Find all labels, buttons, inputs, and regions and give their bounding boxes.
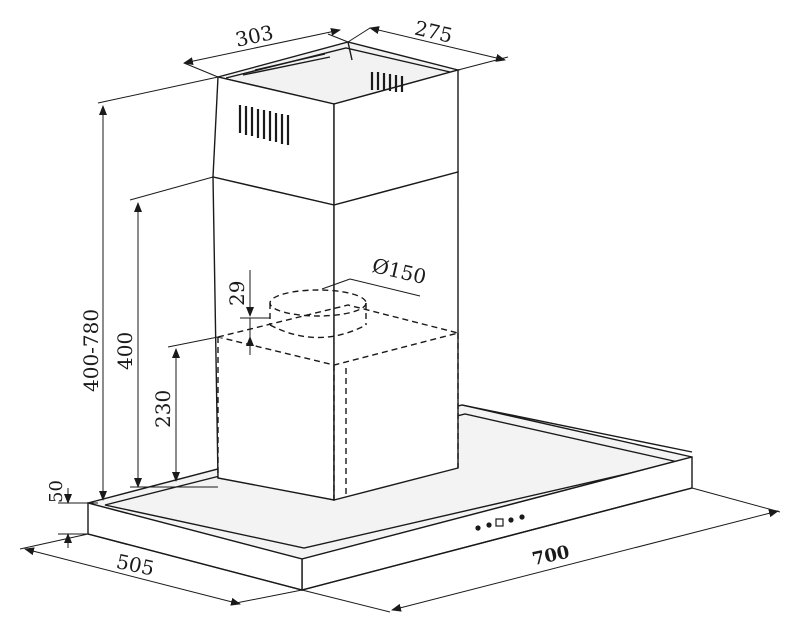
vent-slots-left xyxy=(238,105,290,145)
dim-chimney-depth: 275 xyxy=(412,16,455,48)
control-button xyxy=(508,517,514,523)
lower-chimney xyxy=(212,171,459,501)
dim-collar-height: 29 xyxy=(225,281,249,306)
control-button xyxy=(486,522,492,528)
upper-chimney xyxy=(212,41,461,206)
control-button xyxy=(519,514,525,520)
vent-slots-right xyxy=(370,72,404,92)
control-button xyxy=(475,525,481,531)
motor-housing-hidden xyxy=(217,304,459,500)
dim-canopy-depth: 505 xyxy=(114,549,156,580)
dimension-lines xyxy=(19,26,781,613)
dim-chimney-width: 303 xyxy=(233,20,275,51)
dim-canopy-thickness: 50 xyxy=(46,480,67,503)
duct-collar-hidden xyxy=(269,289,367,339)
dim-chimney-height-range: 400-780 xyxy=(79,309,103,392)
dim-motor-height: 230 xyxy=(151,390,175,428)
dim-upper-chimney-height: 400 xyxy=(113,332,137,370)
